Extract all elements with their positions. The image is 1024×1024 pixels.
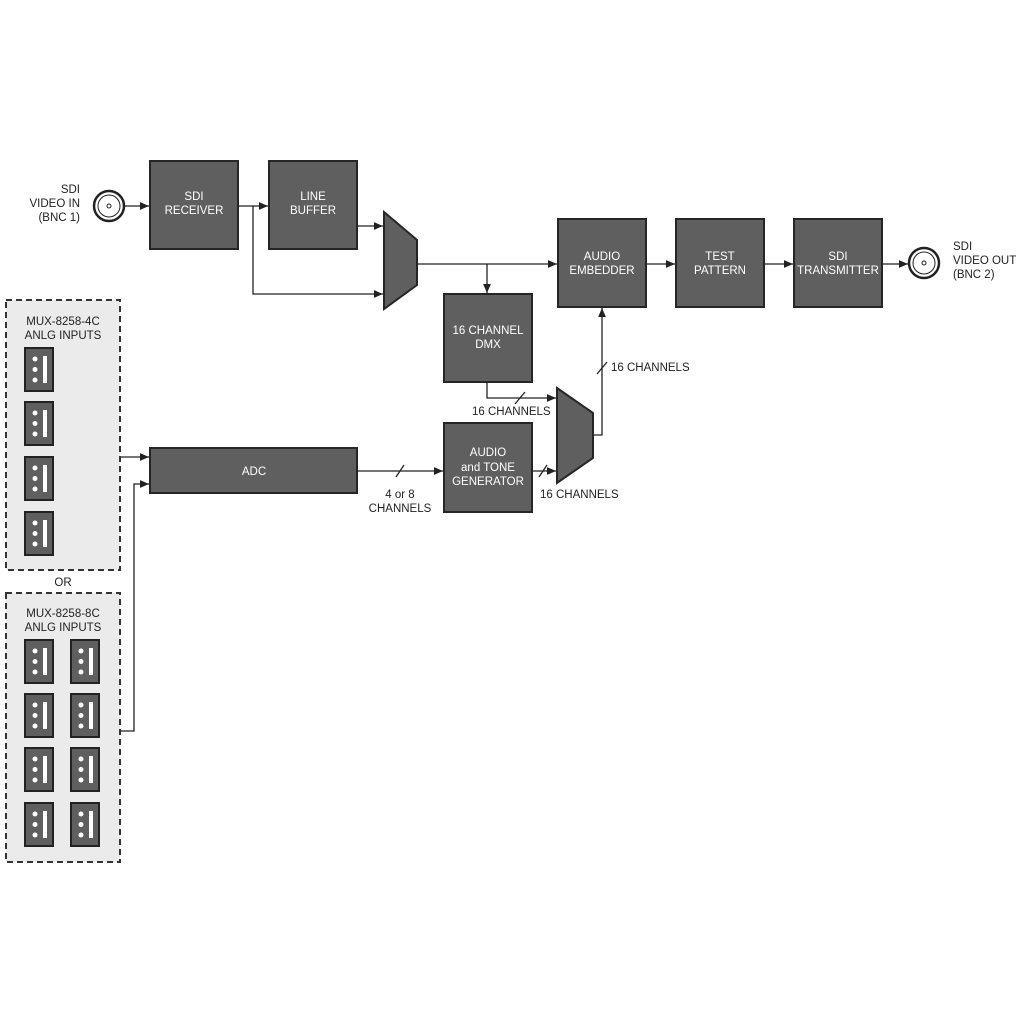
svg-text:(BNC 2): (BNC 2) — [953, 269, 995, 281]
svg-text:BUFFER: BUFFER — [290, 205, 336, 217]
svg-text:RECEIVER: RECEIVER — [165, 205, 224, 217]
svg-text:SDI: SDI — [61, 184, 80, 196]
xlr-connector-icon — [70, 747, 100, 792]
svg-text:AUDIO: AUDIO — [470, 447, 506, 459]
svg-text:and TONE: and TONE — [461, 462, 515, 474]
mux-channels-label: 16 CHANNELS — [611, 362, 690, 374]
svg-text:EMBEDDER: EMBEDDER — [569, 265, 634, 277]
video-mux — [383, 209, 418, 311]
svg-text:PATTERN: PATTERN — [694, 265, 746, 277]
bnc-input-label: SDI VIDEO IN (BNC 1) — [30, 184, 81, 224]
test-pattern-block: TEST PATTERN — [675, 218, 765, 308]
dmx-channels-label: 16 CHANNELS — [472, 406, 551, 418]
tone-generator-block: AUDIO and TONE GENERATOR — [443, 422, 533, 513]
gen-channels-label: 16 CHANNELS — [540, 489, 619, 501]
svg-text:TEST: TEST — [705, 251, 734, 263]
adc-block: ADC — [149, 447, 358, 494]
audio-embedder-block: AUDIO EMBEDDER — [557, 218, 647, 308]
svg-text:ANLG INPUTS: ANLG INPUTS — [25, 622, 102, 634]
dmx-block: 16 CHANNEL DMX — [443, 293, 533, 383]
svg-text:SDI: SDI — [184, 191, 203, 203]
xlr-connector-icon — [24, 347, 54, 392]
svg-text:VIDEO OUT: VIDEO OUT — [953, 255, 1016, 267]
or-label: OR — [54, 577, 71, 589]
xlr-connector-icon — [70, 802, 100, 847]
sdi-receiver-block: SDI RECEIVER — [149, 160, 239, 250]
svg-text:MUX-8258-4C: MUX-8258-4C — [26, 316, 100, 328]
svg-text:VIDEO IN: VIDEO IN — [30, 198, 80, 210]
svg-text:LINE: LINE — [300, 191, 326, 203]
svg-text:AUDIO: AUDIO — [584, 251, 620, 263]
mux-8258-8c-inputs-group: MUX-8258-8C ANLG INPUTS — [5, 592, 121, 863]
svg-text:ANLG INPUTS: ANLG INPUTS — [25, 330, 102, 342]
svg-text:MUX-8258-8C: MUX-8258-8C — [26, 608, 100, 620]
xlr-connector-icon — [24, 693, 54, 738]
svg-text:DMX: DMX — [475, 339, 501, 351]
signal-lines — [120, 202, 908, 732]
adc-channels-label-1: 4 or 8 — [385, 489, 414, 501]
svg-text:SDI: SDI — [953, 241, 972, 253]
svg-text:ADC: ADC — [242, 466, 266, 478]
audio-mux — [556, 386, 594, 485]
bnc-output-label: SDI VIDEO OUT (BNC 2) — [953, 241, 1016, 281]
xlr-connector-icon — [24, 639, 54, 684]
bnc-connector-icon — [92, 189, 126, 223]
adc-channels-label-2: CHANNELS — [369, 503, 432, 515]
xlr-connector-icon — [24, 802, 54, 847]
svg-text:SDI: SDI — [828, 251, 847, 263]
xlr-connector-icon — [24, 401, 54, 446]
sdi-transmitter-block: SDI TRANSMITTER — [793, 218, 883, 308]
svg-text:TRANSMITTER: TRANSMITTER — [797, 265, 879, 277]
xlr-connector-icon — [70, 693, 100, 738]
bnc-connector-icon — [907, 246, 941, 280]
mux-8258-4c-inputs-group: MUX-8258-4C ANLG INPUTS — [5, 299, 121, 571]
xlr-connector-icon — [24, 511, 54, 556]
xlr-connector-icon — [24, 456, 54, 501]
svg-text:16 CHANNEL: 16 CHANNEL — [453, 325, 525, 337]
xlr-connector-icon — [70, 639, 100, 684]
svg-text:GENERATOR: GENERATOR — [452, 476, 524, 488]
xlr-connector-icon — [24, 747, 54, 792]
svg-text:(BNC 1): (BNC 1) — [38, 212, 80, 224]
line-buffer-block: LINE BUFFER — [268, 160, 358, 250]
